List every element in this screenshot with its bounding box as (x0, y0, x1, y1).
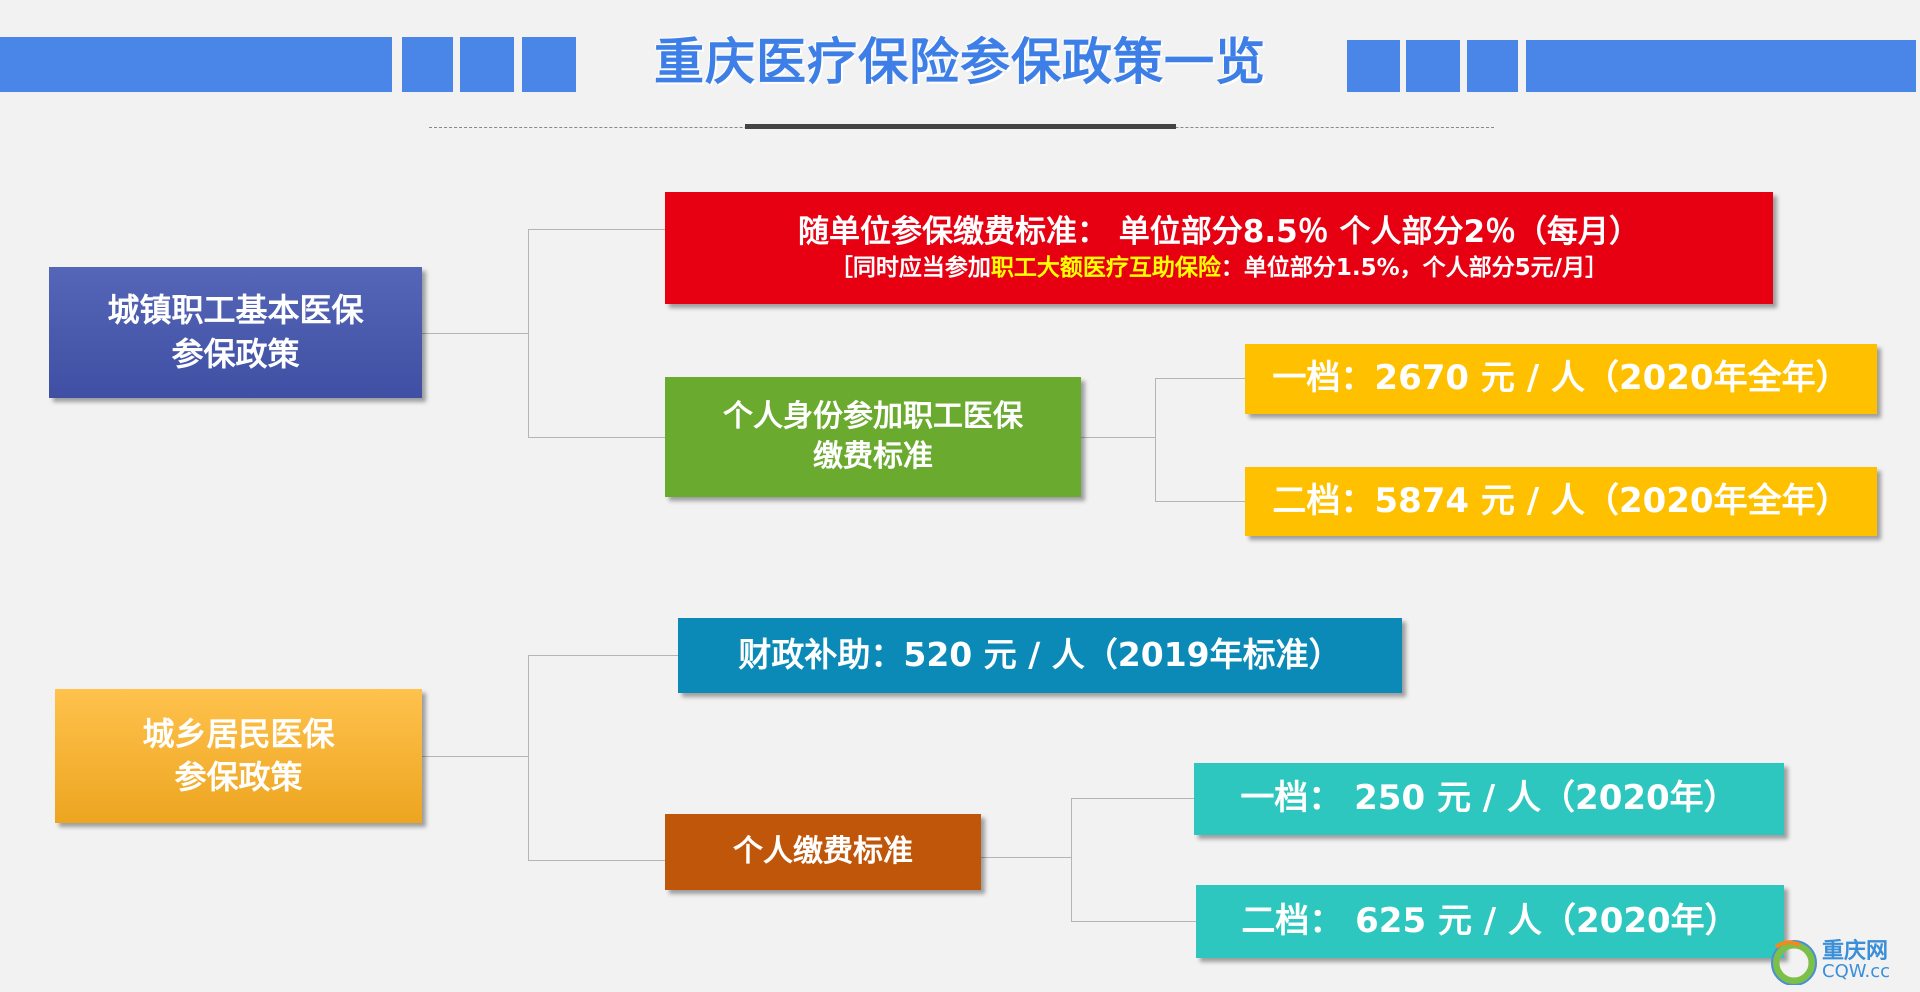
label: 缴费标准 (813, 439, 933, 474)
label: 个人身份参加职工医保 (723, 398, 1023, 434)
employee-tier1-box: 一档：2670 元 / 人（2020年全年） (1245, 344, 1877, 414)
banner-square (1347, 40, 1400, 92)
watermark-logo: 重庆网 CQW.cc (1770, 930, 1920, 992)
urban-rural-box: 城乡居民医保参保政策 (55, 689, 422, 823)
banner-bar-right (1526, 40, 1916, 92)
cqw-logo-icon (1771, 940, 1817, 985)
watermark-name: 重庆网 (1822, 939, 1889, 964)
line2-suffix: ：单位部分1.5%，个人部分5元/月］ (1220, 255, 1609, 282)
banner-square (460, 37, 514, 92)
individual-employee-box: 个人身份参加职工医保缴费标准 (665, 377, 1081, 497)
label: 参保政策 (174, 758, 303, 796)
banner-square (1467, 40, 1518, 92)
subsidy-box: 财政补助：520 元 / 人（2019年标准） (678, 618, 1402, 693)
urban-employee-box: 城镇职工基本医保参保政策 (49, 267, 422, 398)
banner-square (522, 37, 576, 92)
label: 参保政策 (171, 334, 300, 373)
divider-bold (745, 124, 1176, 129)
individual-rural-box: 个人缴费标准 (665, 814, 981, 890)
watermark-domain: CQW.cc (1822, 961, 1890, 983)
label: 城镇职工基本医保 (107, 291, 364, 330)
employee-tier2-box: 二档：5874 元 / 人（2020年全年） (1245, 467, 1877, 536)
rural-tier2-box: 二档： 625 元 / 人（2020年） (1196, 885, 1784, 958)
line2-prefix: ［同时应当参加 (829, 255, 991, 282)
unit-standard-line1: 随单位参保缴费标准： 单位部分8.5％ 个人部分2％（每月） (797, 213, 1641, 250)
banner-square (1406, 40, 1460, 92)
banner-square (402, 37, 453, 92)
page-title: 重庆医疗保险参保政策一览 (654, 33, 1266, 91)
banner-bar-left (0, 37, 392, 92)
rural-tier1-box: 一档： 250 元 / 人（2020年） (1194, 763, 1784, 835)
line2-highlight: 职工大额医疗互助保险 (990, 255, 1221, 282)
unit-standard-box: 随单位参保缴费标准： 单位部分8.5％ 个人部分2％（每月） ［同时应当参加职工… (665, 192, 1773, 304)
label: 城乡居民医保 (142, 714, 335, 753)
